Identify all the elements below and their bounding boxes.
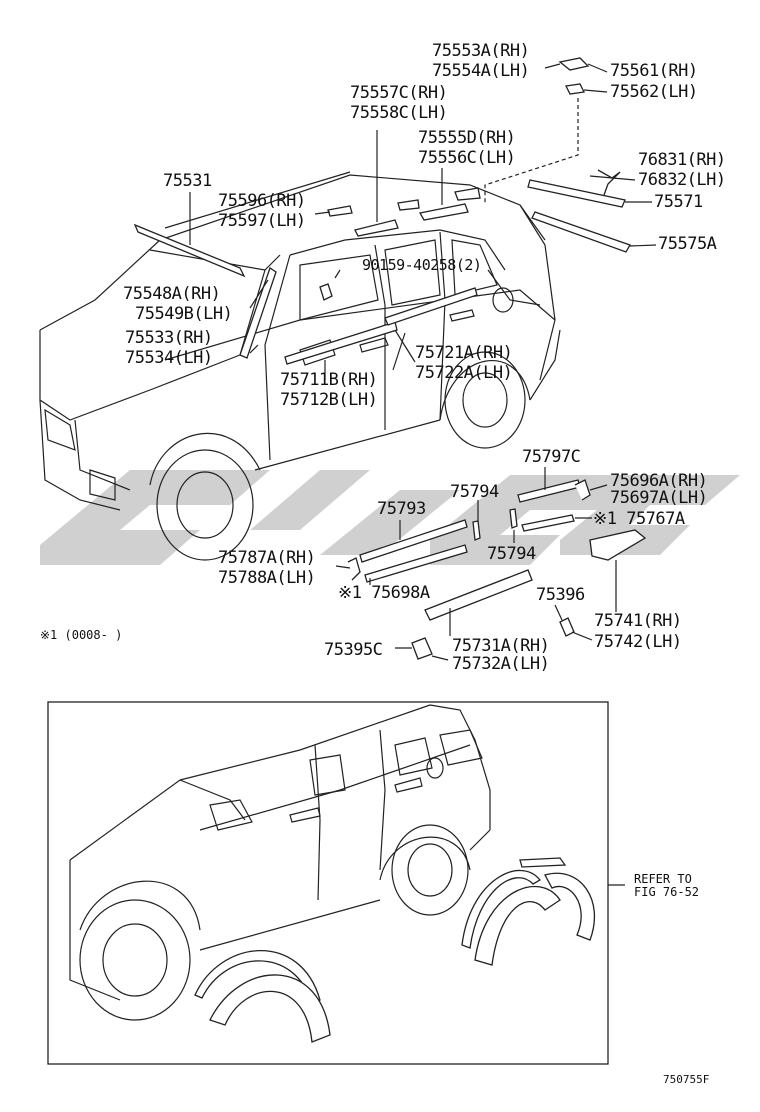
label-75596: 75596(RH) bbox=[218, 191, 306, 211]
label-75562: 75562(LH) bbox=[610, 82, 698, 102]
label-76832: 76832(LH) bbox=[638, 170, 726, 190]
molding-leaders bbox=[335, 467, 617, 661]
label-75557C: 75557C(RH) bbox=[350, 83, 448, 103]
label-75797C: 75797C bbox=[522, 447, 581, 467]
label-75558C: 75558C(LH) bbox=[350, 103, 448, 123]
refer-line-2: FIG 76-52 bbox=[634, 885, 700, 899]
footnote: ※1 (0008- ) bbox=[40, 628, 123, 642]
label-75788A: 75788A(LH) bbox=[218, 568, 316, 588]
label-75721A: 75721A(RH) bbox=[415, 343, 513, 363]
label-75767A: ※1 75767A bbox=[593, 509, 685, 529]
label-75555D: 75555D(RH) bbox=[418, 128, 516, 148]
inset-frame bbox=[47, 701, 625, 1065]
label-75697A: 75697A(LH) bbox=[610, 488, 708, 508]
label-75533: 75533(RH) bbox=[125, 328, 213, 348]
label-75732A: 75732A(LH) bbox=[452, 654, 550, 674]
label-75396: 75396 bbox=[536, 585, 585, 605]
label-75742: 75742(LH) bbox=[594, 632, 682, 652]
label-75741: 75741(RH) bbox=[594, 611, 682, 631]
label-75531: 75531 bbox=[163, 171, 212, 191]
label-75556C: 75556C(LH) bbox=[418, 148, 516, 168]
label-75597: 75597(LH) bbox=[218, 211, 306, 231]
label-75549B: 75549B(LH) bbox=[135, 304, 233, 324]
label-75722A: 75722A(LH) bbox=[415, 363, 513, 383]
label-75787A: 75787A(RH) bbox=[218, 548, 316, 568]
label-75794-lower: 75794 bbox=[487, 544, 536, 564]
label-90159: 90159-40258(2) bbox=[362, 256, 482, 274]
label-75575A: 75575A bbox=[658, 234, 717, 254]
watermark-logo bbox=[40, 470, 740, 565]
label-75794-upper: 75794 bbox=[450, 482, 499, 502]
label-75696A: 75696A(RH) bbox=[610, 471, 708, 491]
label-76831: 76831(RH) bbox=[638, 150, 726, 170]
label-75698A: ※1 75698A bbox=[338, 583, 430, 603]
label-75731A: 75731A(RH) bbox=[452, 636, 550, 656]
label-75553A: 75553A(RH) bbox=[432, 41, 530, 61]
leader-lines bbox=[189, 63, 657, 380]
diagram-code: 750755F bbox=[663, 1073, 710, 1086]
molding-parts bbox=[347, 479, 647, 660]
refer-line-1: REFER TO bbox=[634, 872, 692, 886]
label-75711B: 75711B(RH) bbox=[280, 370, 378, 390]
label-75561: 75561(RH) bbox=[610, 61, 698, 81]
label-75793: 75793 bbox=[377, 499, 426, 519]
upper-car-drawing bbox=[39, 171, 561, 561]
label-75712B: 75712B(LH) bbox=[280, 390, 378, 410]
label-75554A: 75554A(LH) bbox=[432, 61, 530, 81]
label-75548A: 75548A(RH) bbox=[123, 284, 221, 304]
fender-flares bbox=[194, 857, 595, 1043]
label-75395C: 75395C bbox=[324, 640, 383, 660]
lower-car-drawing bbox=[69, 704, 491, 1021]
label-75571: 75571 bbox=[654, 192, 703, 212]
label-75534: 75534(LH) bbox=[125, 348, 213, 368]
roof-parts bbox=[133, 57, 631, 365]
